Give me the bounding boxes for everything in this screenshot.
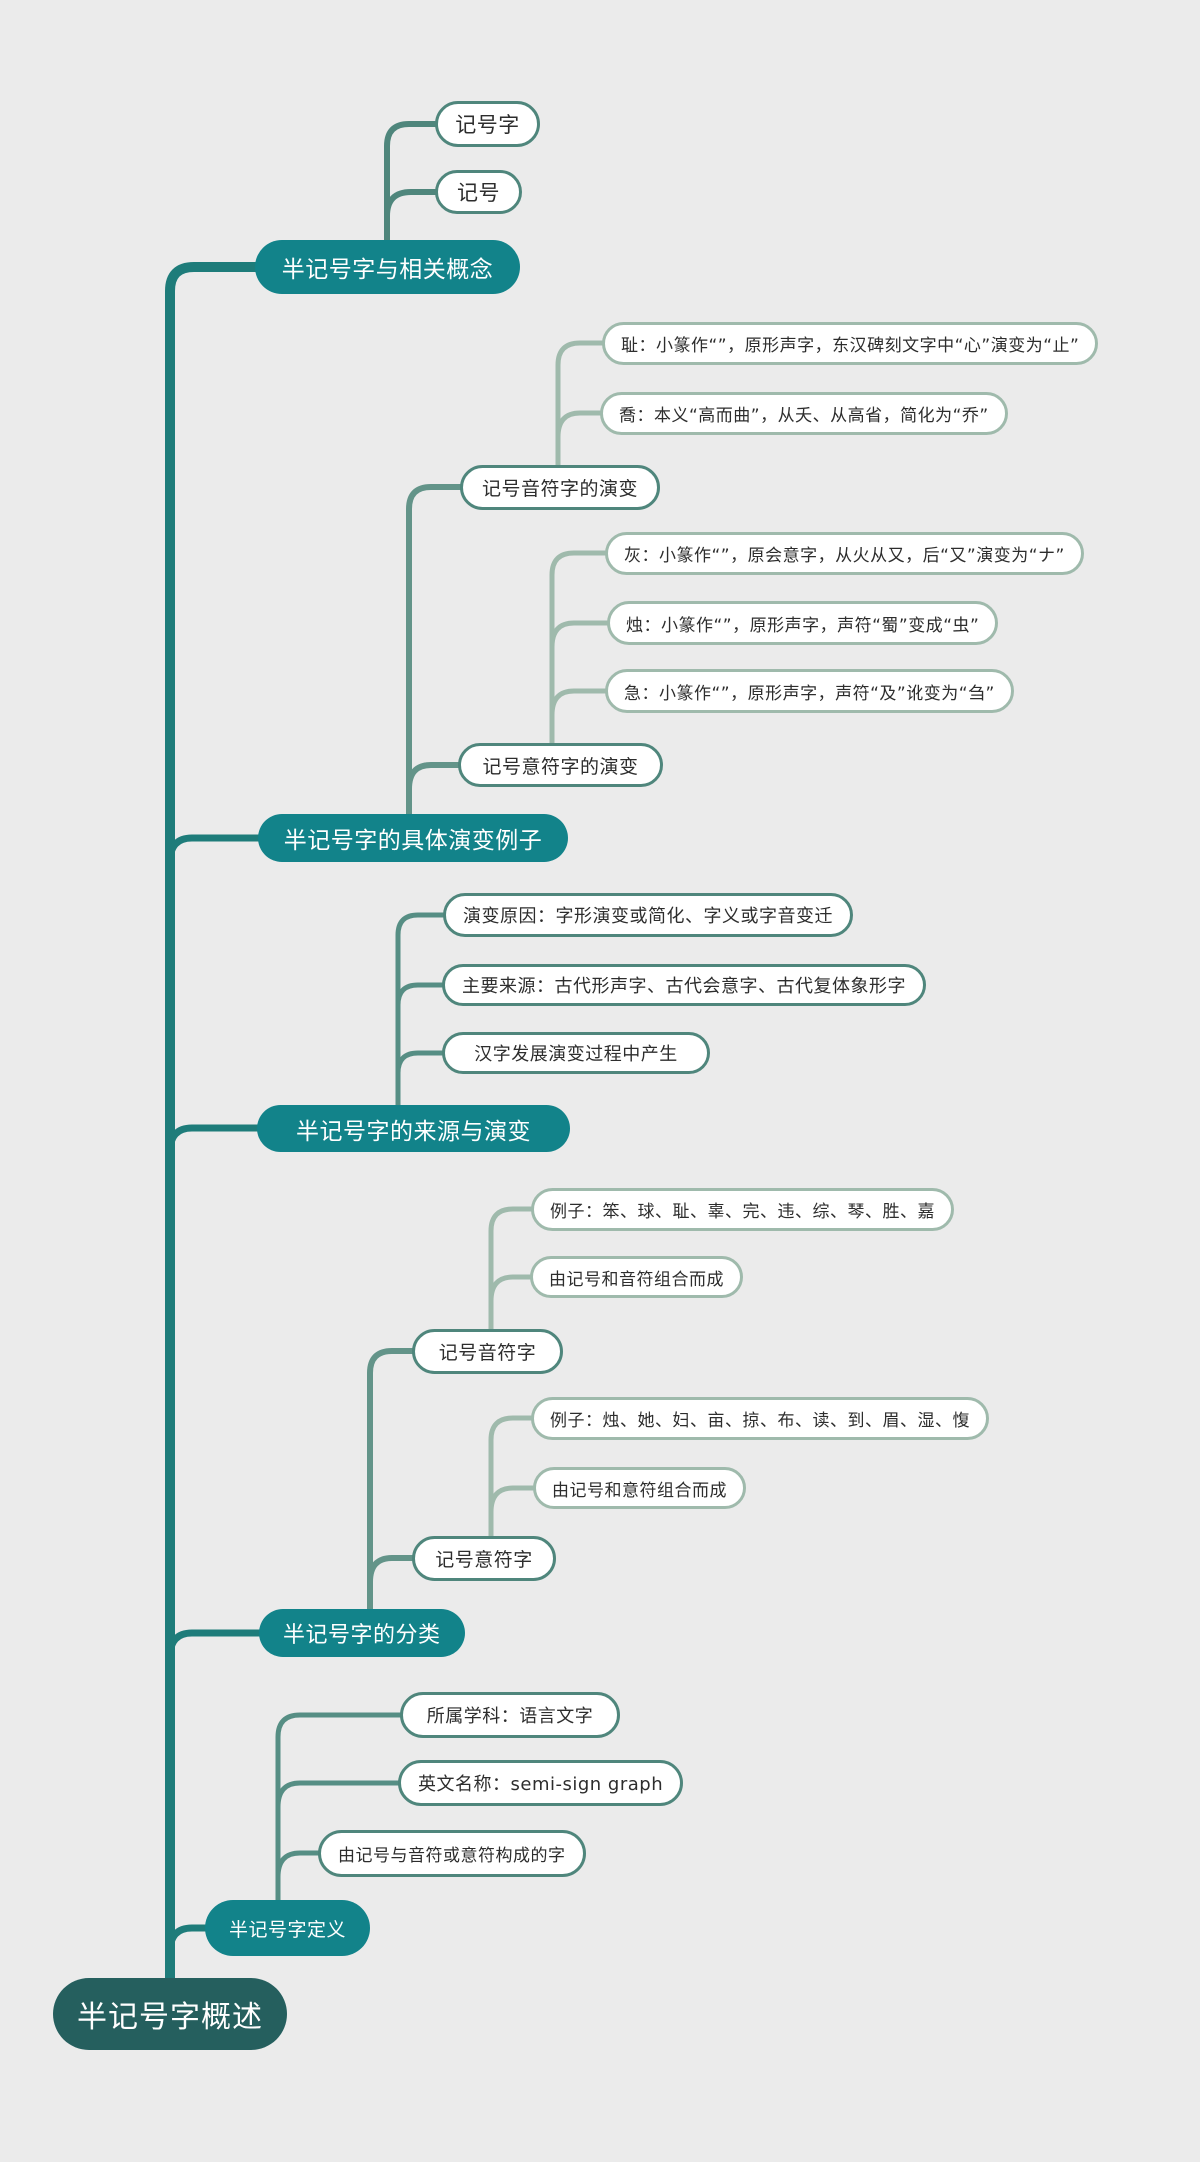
connector-evolution-children [406, 484, 466, 816]
node-composition[interactable]: 由记号与音符或意符构成的字 [318, 1830, 586, 1877]
connector-spine [165, 262, 262, 1982]
branch-evolution-examples[interactable]: 半记号字的具体演变例子 [258, 814, 568, 862]
connector-definition-children [275, 1712, 406, 1902]
node-produced-in-evolution[interactable]: 汉字发展演变过程中产生 [442, 1032, 710, 1074]
connector-origin-children [395, 912, 448, 1107]
branch-origin-evolution[interactable]: 半记号字的来源与演变 [257, 1105, 570, 1152]
connector-semantic-type-leaves [488, 1415, 539, 1538]
node-example-ji[interactable]: 急：小篆作“”，原形声字，声符“及”讹变为“刍” [605, 669, 1014, 713]
node-example-zhu[interactable]: 烛：小篆作“”，原形声字，声符“蜀”变成“虫” [607, 601, 999, 645]
node-sign-semantic-type[interactable]: 记号意符字 [412, 1536, 556, 1581]
branch-definition[interactable]: 半记号字定义 [205, 1900, 371, 1956]
branch-related-concepts[interactable]: 半记号字与相关概念 [255, 240, 520, 294]
branch-classification[interactable]: 半记号字的分类 [259, 1609, 465, 1657]
connector-phonetic-evolution-leaves [555, 340, 608, 467]
node-phonetic-composition[interactable]: 由记号和音符组合而成 [530, 1256, 743, 1298]
node-main-sources[interactable]: 主要来源：古代形声字、古代会意字、古代复体象形字 [442, 964, 926, 1006]
node-english-name[interactable]: 英文名称：semi-sign graph [398, 1760, 684, 1806]
connector-related-concepts-children [384, 121, 440, 242]
node-example-chi[interactable]: 耻：小篆作“”，原形声字，东汉碑刻文字中“心”演变为“止” [602, 322, 1099, 365]
node-example-qiao[interactable]: 喬：本义“高而曲”，从夭、从高省，简化为“乔” [600, 392, 1008, 435]
root-node-overview[interactable]: 半记号字概述 [53, 1978, 287, 2050]
node-semantic-examples[interactable]: 例子：烛、她、妇、亩、掠、布、读、到、眉、湿、愎 [531, 1397, 989, 1440]
connector-branch-origin [166, 1124, 263, 1153]
connector-semantic-evolution-leaves [549, 550, 612, 745]
node-sign-phonetic-type[interactable]: 记号音符字 [412, 1329, 563, 1374]
node-example-hui[interactable]: 灰：小篆作“”，原会意字，从火从又，后“又”演变为“ナ” [605, 532, 1084, 575]
node-phonetic-examples[interactable]: 例子：笨、球、耻、辜、完、违、综、琴、胜、嘉 [531, 1188, 954, 1231]
node-discipline[interactable]: 所属学科：语言文字 [400, 1692, 620, 1738]
connector-branch-classification [166, 1629, 265, 1658]
node-semantic-composition[interactable]: 由记号和意符组合而成 [533, 1467, 746, 1509]
node-evolution-reasons[interactable]: 演变原因：字形演变或简化、字义或字音变迁 [443, 893, 853, 937]
connector-classification-children [367, 1348, 418, 1611]
node-sign-phonetic-evolution[interactable]: 记号音符字的演变 [460, 465, 660, 510]
node-sign[interactable]: 记号 [435, 170, 522, 214]
connector-phonetic-type-leaves [488, 1206, 537, 1331]
node-sign-semantic-evolution[interactable]: 记号意符字的演变 [458, 743, 663, 787]
connector-branch-definition [166, 1924, 211, 1953]
connector-branch-evolution-examples [166, 834, 264, 863]
node-sign-character[interactable]: 记号字 [435, 101, 540, 147]
